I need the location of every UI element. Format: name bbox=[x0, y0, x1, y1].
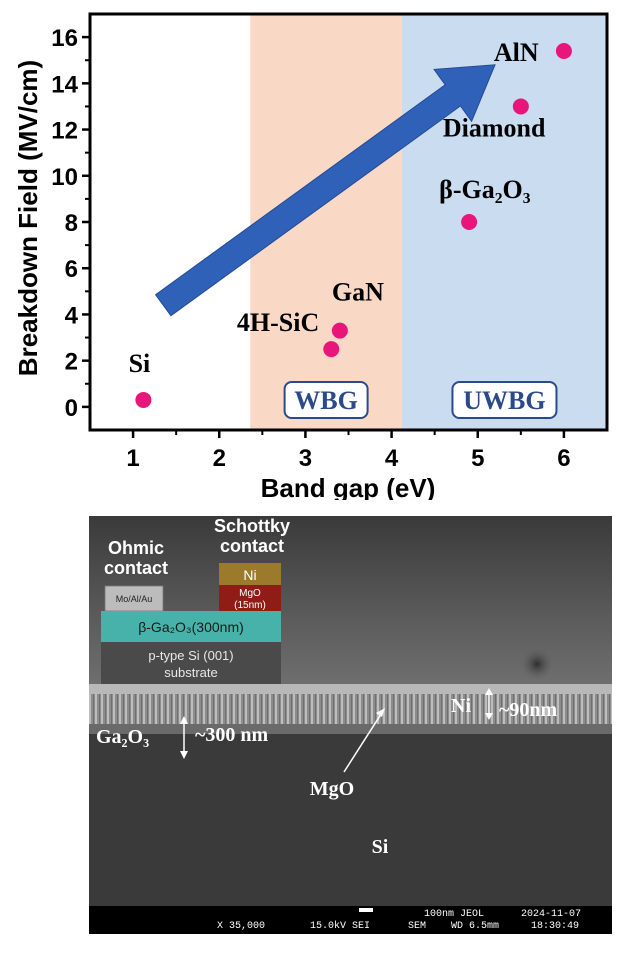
x-tick-label: 3 bbox=[299, 445, 312, 472]
ni-block bbox=[219, 563, 281, 585]
ohmic-metal-block bbox=[104, 585, 164, 612]
region-label-wbg: WBG bbox=[294, 386, 358, 415]
point-label: AlN bbox=[494, 38, 539, 67]
wd-readout: WD 6.5mm bbox=[451, 921, 499, 932]
ni-arrowhead-bottom bbox=[485, 713, 493, 720]
x-tick-label: 4 bbox=[385, 445, 399, 472]
x-axis-title: Band gap (eV) bbox=[261, 473, 436, 500]
ni-annotation: Ni bbox=[451, 695, 471, 717]
schottky-title-line1: Schottky bbox=[214, 516, 290, 536]
magnification-readout: X 35,000 bbox=[217, 921, 265, 932]
point-label: 4H-SiC bbox=[237, 308, 319, 337]
ga2o3-thickness-annotation: ~300 nm bbox=[195, 724, 269, 746]
x-tick-label: 1 bbox=[126, 445, 139, 472]
mgo-block-label: MgO bbox=[239, 588, 261, 599]
sem-cross-section-image: Mo/Al/Au Ni MgO (15nm) β-Ga₂O₃(300nm) p-… bbox=[89, 516, 612, 934]
x-tick-label: 5 bbox=[471, 445, 484, 472]
region-label-box-uwbg bbox=[451, 381, 558, 419]
point-label: β-Ga₂O₃ bbox=[439, 175, 531, 204]
x-tick-label: 2 bbox=[213, 445, 226, 472]
point-label: Si bbox=[129, 349, 151, 378]
point-label: GaN bbox=[332, 278, 384, 307]
ohmic-metal-label: Mo/Al/Au bbox=[116, 594, 153, 604]
ga2o3-block bbox=[101, 611, 281, 642]
ni-block-label: Ni bbox=[243, 567, 256, 583]
substrate-label-line2: substrate bbox=[164, 665, 217, 680]
mgo-pointer-head bbox=[376, 708, 385, 717]
data-point bbox=[555, 42, 572, 59]
mode-readout: SEM bbox=[408, 921, 426, 932]
ga2o3-arrowhead-bottom bbox=[180, 751, 188, 759]
mgo-annotation: MgO bbox=[310, 778, 354, 800]
data-point bbox=[135, 391, 152, 408]
sem-info-bar: X 35,000 15.0kV SEI SEM 100nm JEOL WD 6.… bbox=[217, 908, 581, 932]
voltage-readout: 15.0kV SEI bbox=[310, 920, 370, 932]
trend-arrow bbox=[154, 64, 496, 317]
point-label: Diamond bbox=[443, 113, 546, 142]
y-tick-label: 12 bbox=[51, 118, 78, 145]
data-point bbox=[331, 322, 348, 339]
region-label-uwbg: UWBG bbox=[463, 386, 545, 415]
ga2o3-annotation: Ga₂O₃ bbox=[96, 726, 149, 748]
region-bands bbox=[250, 14, 607, 430]
y-tick-label: 0 bbox=[65, 395, 78, 422]
mgo-pointer-line bbox=[343, 710, 384, 773]
si-annotation: Si bbox=[372, 836, 389, 858]
ga2o3-block-label: β-Ga₂O₃(300nm) bbox=[138, 619, 244, 635]
region-uwbg bbox=[401, 14, 607, 430]
si-substrate-band bbox=[89, 734, 612, 906]
ohmic-title-line2: contact bbox=[104, 558, 168, 578]
sem-blob bbox=[521, 648, 553, 680]
region-labels: WBG UWBG bbox=[283, 381, 558, 419]
y-tick-label: 2 bbox=[65, 349, 78, 376]
data-point bbox=[512, 98, 529, 115]
data-points: Si 4H-SiC GaN β-Ga₂O₃ Diamond AlN bbox=[129, 38, 572, 408]
scale-bar bbox=[359, 908, 373, 912]
ni-thickness-annotation: ~90nm bbox=[499, 699, 558, 721]
film-shadow bbox=[89, 724, 612, 734]
y-tick-label: 4 bbox=[65, 302, 79, 329]
layer-stack-schematic: Mo/Al/Au Ni MgO (15nm) β-Ga₂O₃(300nm) p-… bbox=[101, 516, 290, 684]
trend-arrow-shape bbox=[154, 64, 496, 317]
mgo-thickness-label: (15nm) bbox=[234, 600, 266, 611]
substrate-label-line1: p-type Si (001) bbox=[148, 648, 233, 663]
ni-arrowhead-top bbox=[485, 688, 493, 695]
info-bar bbox=[89, 906, 612, 934]
y-tick-label: 14 bbox=[51, 71, 78, 98]
mgo-block bbox=[219, 585, 281, 611]
y-tick-label: 10 bbox=[51, 164, 78, 191]
ohmic-title-line1: Ohmic bbox=[108, 538, 164, 558]
y-axis-title: Breakdown Field (MV/cm) bbox=[13, 60, 43, 376]
data-point bbox=[461, 214, 478, 230]
scale-readout: 100nm JEOL bbox=[424, 909, 484, 920]
ga2o3-arrowhead-top bbox=[180, 716, 188, 724]
date-readout: 2024-11-07 bbox=[521, 909, 581, 920]
sem-annotations: Ga₂O₃ ~300 nm Ni ~90nm MgO Si bbox=[96, 688, 558, 858]
y-tick-label: 6 bbox=[65, 256, 78, 283]
substrate-block bbox=[101, 642, 281, 684]
schottky-title-line2: contact bbox=[220, 536, 284, 556]
y-tick-label: 8 bbox=[65, 210, 78, 237]
x-tick-label: 6 bbox=[557, 445, 570, 472]
region-label-box-wbg bbox=[283, 381, 369, 419]
time-readout: 18:30:49 bbox=[531, 921, 579, 932]
ni-layer-band bbox=[89, 684, 612, 694]
y-tick-label: 16 bbox=[51, 25, 78, 52]
ga2o3-film-band bbox=[89, 694, 612, 724]
data-point bbox=[323, 341, 340, 358]
